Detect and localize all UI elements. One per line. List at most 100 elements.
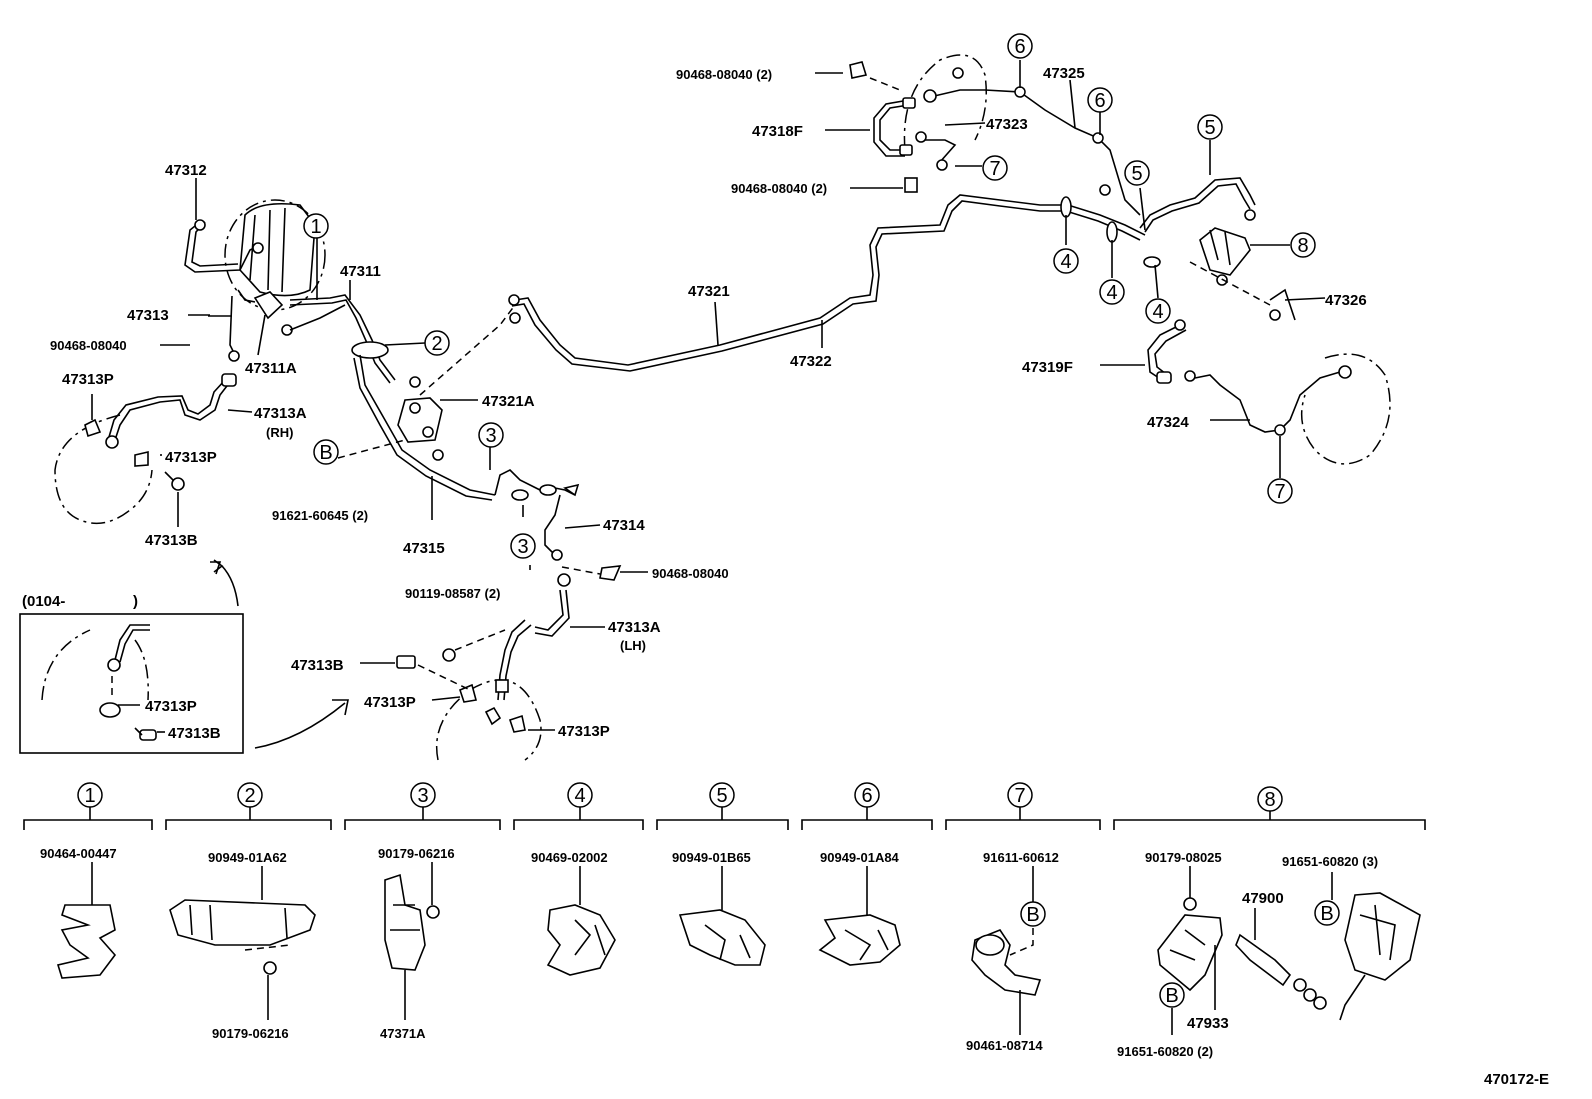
main-pipes-group [508, 194, 1161, 372]
legend-3-part-b: 47371A [380, 1026, 426, 1041]
callout-7-a: 7 [982, 155, 1008, 181]
label-47312: 47312 [165, 162, 207, 179]
legend-5-part: 90949-01B65 [672, 850, 751, 865]
svg-text:4: 4 [1106, 282, 1117, 304]
middle-pipes-group [494, 469, 580, 561]
label-47311: 47311 [340, 263, 381, 280]
legend-8-part-b: 91651-60820 (3) [1282, 854, 1378, 869]
label-lh: (LH) [620, 638, 646, 653]
callout-4-b: 4 [1099, 279, 1125, 305]
label-91621-60645: 91621-60645 (2) [272, 508, 368, 523]
label-47313p-a: 47313P [62, 371, 114, 388]
label-47314: 47314 [603, 517, 645, 534]
svg-text:7: 7 [989, 158, 1000, 180]
callout-8-a: 8 [1290, 232, 1316, 258]
svg-text:7: 7 [1274, 481, 1285, 503]
label-47313a-rh: 47313A [254, 405, 307, 422]
callouts: 1 2 3 3 6 6 7 5 5 4 4 4 8 7 B [303, 33, 1316, 559]
legend-num-5: 5 [709, 782, 735, 808]
legend-4-part: 90469-02002 [531, 850, 608, 865]
label-47326: 47326 [1325, 292, 1367, 309]
inset-arrow-right [254, 702, 346, 749]
legend-2-part-a: 90949-01A62 [208, 850, 287, 865]
svg-text:1: 1 [310, 216, 321, 238]
svg-text:2: 2 [431, 333, 442, 355]
leader-lines [91, 60, 1326, 733]
label-90468-08040-d: 90468-08040 (2) [731, 181, 827, 196]
label-90119-08587: 90119-08587 (2) [405, 586, 500, 601]
label-rh: (RH) [266, 425, 293, 440]
label-47321a: 47321A [482, 393, 535, 410]
svg-text:3: 3 [517, 536, 528, 558]
svg-text:B: B [1026, 904, 1039, 926]
diagram-id: 470172-E [1484, 1071, 1549, 1088]
legend-num-4: 4 [567, 782, 593, 808]
inset-date-label: (0104- [22, 593, 65, 610]
legend-8-part-a: 90179-08025 [1145, 850, 1222, 865]
label-47323: 47323 [986, 116, 1028, 133]
callout-3-mid: 3 [510, 533, 536, 559]
legend-7-b: B [1020, 901, 1046, 927]
legend-num-3: 3 [410, 782, 436, 808]
callout-3-top: 3 [478, 422, 504, 448]
inset-arrow-up [221, 565, 239, 607]
callout-7-b: 7 [1267, 478, 1293, 504]
svg-text:B: B [1165, 985, 1178, 1007]
label-47313a-lh: 47313A [608, 619, 661, 636]
callout-5-a: 5 [1197, 114, 1223, 140]
label-47313b-b: 47313B [291, 657, 344, 674]
part-labels: 47312 4 7 3 1 3 90468-08040 47311 47311A 473… [22, 65, 1367, 742]
inset-box [19, 613, 244, 754]
callout-4-c: 4 [1145, 298, 1171, 324]
legend: 1 2 3 4 5 6 7 8 90464-00447 90949-01A62 … [23, 782, 1426, 1059]
legend-num-8: 8 [1257, 786, 1283, 812]
svg-text:4: 4 [574, 785, 585, 807]
label-47313p-e: 47313P [145, 698, 197, 715]
svg-text:5: 5 [1204, 117, 1215, 139]
legend-num-7: 7 [1007, 782, 1033, 808]
svg-text:4: 4 [1060, 251, 1071, 273]
lh-front-wheel-group [396, 565, 622, 761]
label-47313p-b: 47313P [165, 449, 217, 466]
legend-8-part-e: 91651-60820 (2) [1117, 1044, 1213, 1059]
label-47315: 47315 [403, 540, 445, 557]
master-cylinder-group [184, 199, 516, 501]
inset-date-close: ) [133, 593, 138, 610]
legend-num-2: 2 [237, 782, 263, 808]
legend-7-part-a: 91611-60612 [983, 850, 1059, 865]
svg-text:6: 6 [1094, 90, 1105, 112]
label-47311a: 47311A [245, 360, 297, 377]
label-90468-08040-a: 90468-08040 [50, 338, 127, 353]
label-47324: 47324 [1147, 414, 1189, 431]
callout-6-a: 6 [1007, 33, 1033, 59]
svg-text:3: 3 [417, 785, 428, 807]
legend-1-part: 90464-00447 [40, 846, 117, 861]
label-47313p-d: 47313P [558, 723, 610, 740]
svg-text:B: B [1320, 903, 1333, 925]
label-47313b-a: 47313B [145, 532, 198, 549]
legend-num-6: 6 [854, 782, 880, 808]
callout-1-top: 1 [303, 213, 329, 239]
label-47313b-c: 47313B [168, 725, 221, 742]
label-47325: 47325 [1043, 65, 1085, 82]
legend-8-b-bottom: B [1159, 982, 1185, 1008]
legend-3-part-a: 90179-06216 [378, 846, 455, 861]
svg-text:8: 8 [1264, 789, 1275, 811]
svg-text:6: 6 [861, 785, 872, 807]
svg-text:6: 6 [1014, 36, 1025, 58]
callout-5-b: 5 [1124, 160, 1150, 186]
svg-text:1: 1 [84, 785, 95, 807]
callout-b-top: B [313, 439, 339, 465]
legend-8-part-d: 47933 [1187, 1015, 1229, 1032]
label-47322: 47322 [790, 353, 832, 370]
svg-text:4: 4 [1152, 301, 1163, 323]
rh-front-wheel-group [54, 373, 237, 525]
label-47321: 47321 [688, 283, 730, 300]
legend-num-1: 1 [77, 782, 103, 808]
legend-2-part-b: 90179-06216 [212, 1026, 289, 1041]
label-47319f: 47319F [1022, 359, 1073, 376]
svg-text:8: 8 [1297, 235, 1308, 257]
label-90468-08040-c: 90468-08040 (2) [676, 67, 772, 82]
svg-text:B: B [319, 442, 332, 464]
